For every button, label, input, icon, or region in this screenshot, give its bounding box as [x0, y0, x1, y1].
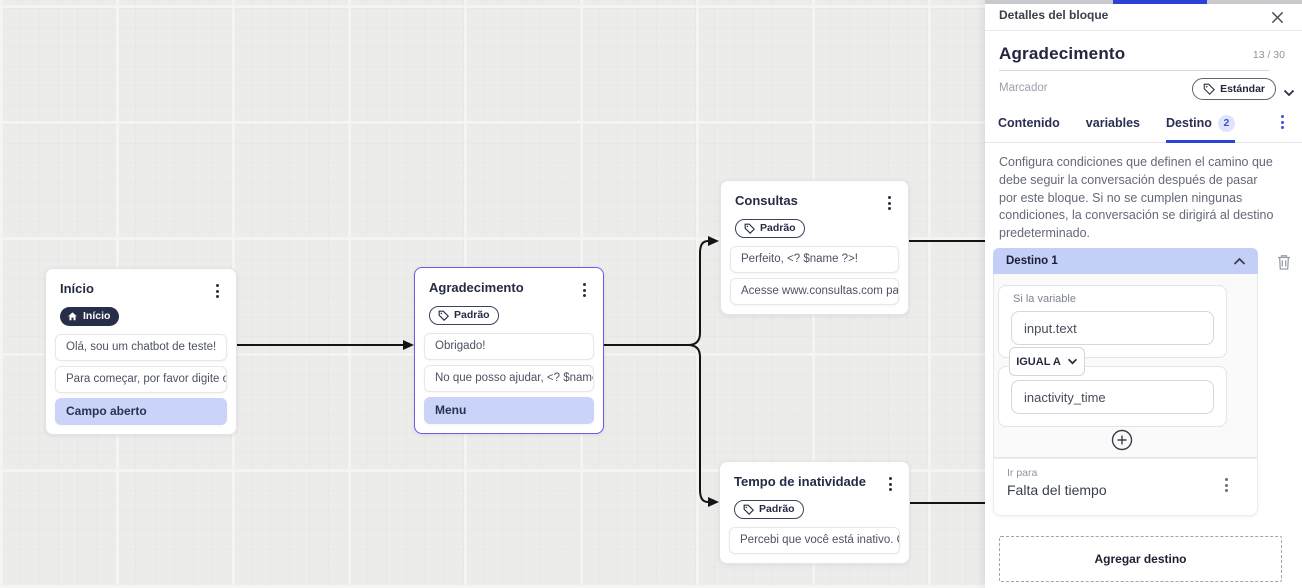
go-to-section[interactable]: Ir para Falta del tiempo	[993, 458, 1258, 516]
message-row[interactable]: Percebi que você está inativo. C...	[729, 527, 900, 554]
block-details-panel: Detalles del bloque Agradecimento 13 / 3…	[985, 0, 1302, 588]
node-type-badge: Início	[60, 307, 120, 326]
node-menu-kebab-icon[interactable]	[578, 280, 591, 300]
tab-contenido[interactable]: Contenido	[998, 116, 1060, 130]
go-to-value: Falta del tiempo	[1007, 482, 1107, 498]
active-tab-indicator	[1113, 0, 1207, 4]
home-icon	[68, 312, 77, 321]
destination-card: Destino 1 Si la variable IGUAL A Ir para…	[993, 248, 1258, 516]
condition-variable-input[interactable]	[1011, 311, 1214, 345]
open-field-row[interactable]: Campo aberto	[55, 398, 227, 425]
panel-title: Detalles del bloque	[999, 8, 1109, 22]
node-title: Agradecimento	[429, 280, 524, 295]
panel-tabs: Contenido variables Destino 2	[985, 106, 1302, 143]
add-condition-button[interactable]	[1110, 428, 1134, 452]
tag-icon	[744, 223, 755, 234]
node-title: Tempo de inatividade	[734, 474, 866, 489]
node-type-badge: Padrão	[734, 500, 804, 519]
node-menu-kebab-icon[interactable]	[884, 474, 897, 494]
destination-title: Destino 1	[1006, 255, 1058, 267]
close-icon[interactable]	[1268, 8, 1287, 32]
top-tab-strip	[985, 0, 1302, 4]
char-counter: 13 / 30	[1252, 49, 1285, 61]
node-type-badge-label: Padrão	[759, 503, 795, 516]
destino-count-badge: 2	[1217, 114, 1235, 132]
node-menu-kebab-icon[interactable]	[883, 193, 896, 213]
tag-icon	[1203, 83, 1216, 95]
block-name-underline	[999, 70, 1270, 71]
message-row[interactable]: Para começar, por favor digite o ...	[55, 366, 227, 393]
menu-row[interactable]: Menu	[424, 397, 594, 424]
flow-canvas[interactable]: Início Início Olá, sou um chatbot de tes…	[0, 0, 985, 588]
tag-icon	[438, 310, 449, 321]
node-type-badge: Padrão	[735, 219, 805, 238]
marker-value-label: Estándar	[1220, 83, 1265, 95]
message-row[interactable]: Obrigado!	[424, 333, 594, 360]
marker-label: Marcador	[999, 82, 1048, 94]
flow-node-inicio[interactable]: Início Início Olá, sou um chatbot de tes…	[45, 268, 237, 435]
node-type-badge: Padrão	[429, 306, 499, 325]
message-row[interactable]: No que posso ajudar, <? $name ...	[424, 365, 594, 392]
condition-variable-card: Si la variable	[998, 285, 1227, 358]
operator-label: IGUAL A	[1016, 355, 1061, 368]
message-row[interactable]: Perfeito, <? $name ?>!	[730, 246, 899, 273]
message-row[interactable]: Acesse www.consultas.com par...	[730, 278, 899, 305]
tag-icon	[743, 504, 754, 515]
header-divider	[985, 30, 1302, 31]
message-row[interactable]: Olá, sou um chatbot de teste!	[55, 334, 227, 361]
chevron-up-icon[interactable]	[1233, 257, 1246, 266]
marker-value-pill[interactable]: Estándar	[1192, 78, 1276, 100]
tab-destino[interactable]: Destino 2	[1166, 106, 1235, 143]
tab-destino-label: Destino	[1166, 116, 1212, 130]
condition-value-input[interactable]	[1011, 380, 1214, 414]
chevron-down-icon	[1067, 358, 1077, 365]
flow-node-tempo-de-inatividade[interactable]: Tempo de inatividade Padrão Percebi que …	[719, 461, 910, 564]
block-name[interactable]: Agradecimento	[999, 44, 1126, 63]
plus-circle-icon	[1111, 429, 1133, 451]
node-title: Consultas	[735, 193, 798, 208]
destination-description: Configura condiciones que definen el cam…	[999, 155, 1274, 240]
tab-variables[interactable]: variables	[1085, 116, 1141, 130]
node-title: Início	[60, 281, 94, 296]
node-type-badge-label: Início	[83, 310, 111, 323]
node-type-badge-label: Padrão	[454, 309, 490, 322]
node-menu-kebab-icon[interactable]	[211, 281, 224, 301]
tabs-menu-kebab-icon[interactable]	[1276, 112, 1289, 132]
go-to-label: Ir para	[1007, 467, 1038, 479]
flow-node-agradecimento[interactable]: Agradecimento Padrão Obrigado! No que po…	[414, 267, 604, 434]
condition-value-card	[998, 366, 1227, 427]
operator-dropdown[interactable]: IGUAL A	[1009, 347, 1085, 376]
flow-edges	[237, 236, 985, 507]
trash-icon[interactable]	[1274, 251, 1294, 278]
condition-label: Si la variable	[1013, 293, 1076, 305]
destination-card-header[interactable]: Destino 1	[993, 248, 1258, 274]
add-destination-button[interactable]: Agregar destino	[999, 536, 1282, 582]
node-type-badge-label: Padrão	[760, 222, 796, 235]
flow-node-consultas[interactable]: Consultas Padrão Perfeito, <? $name ?>! …	[720, 180, 909, 315]
go-to-menu-kebab-icon[interactable]	[1220, 475, 1233, 495]
chevron-down-icon[interactable]	[1283, 84, 1295, 102]
